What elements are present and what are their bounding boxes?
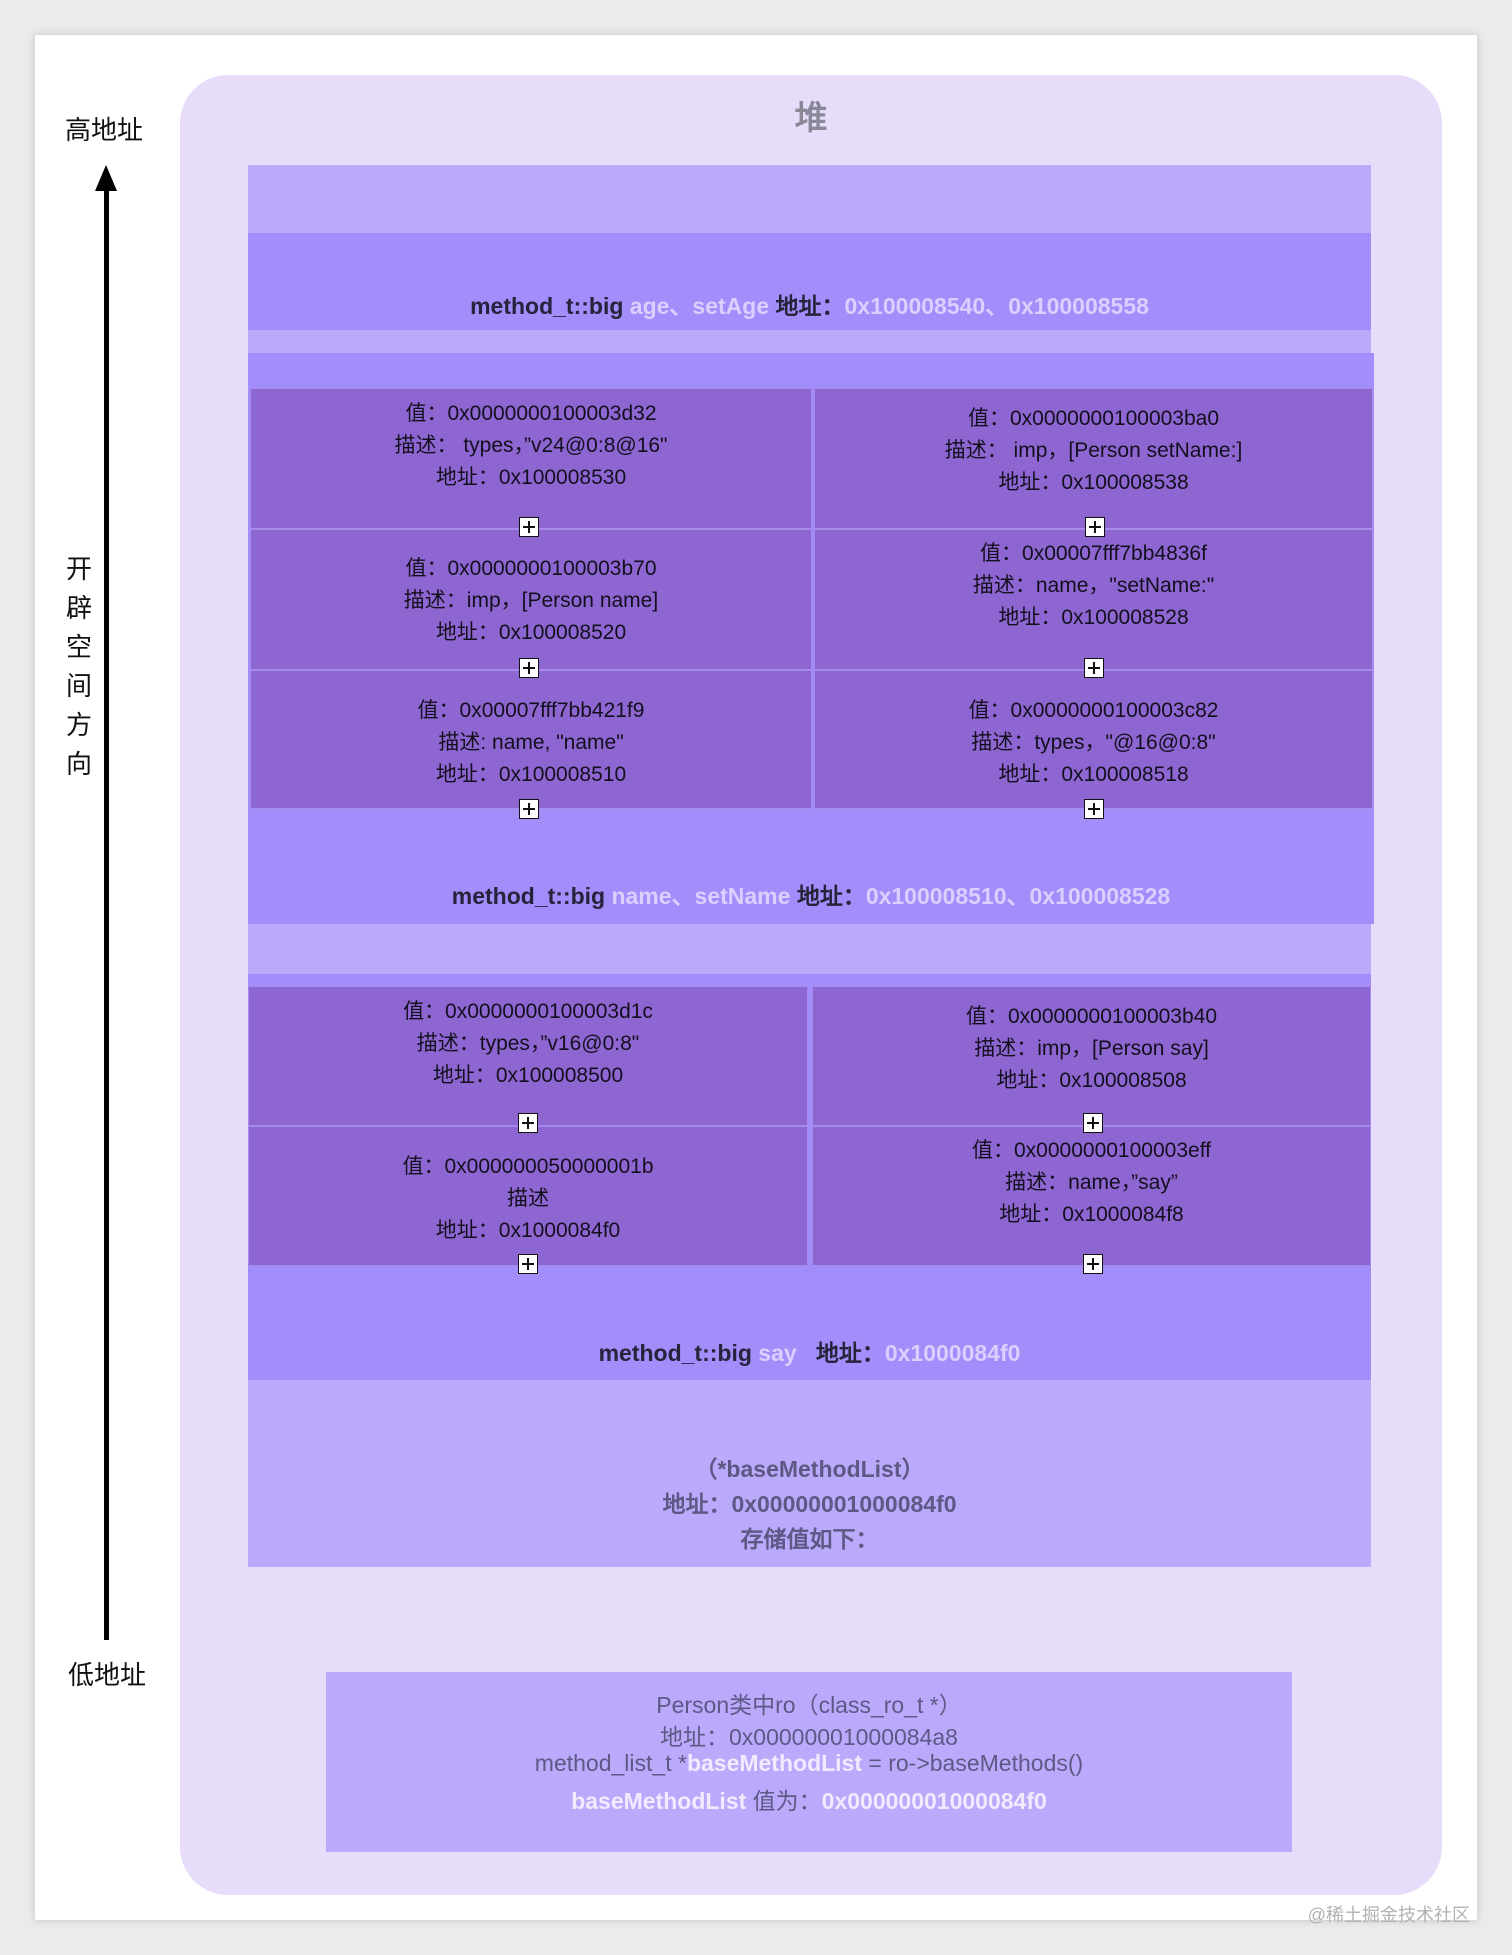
watermark: @稀土掘金技术社区 [1307, 1905, 1470, 1925]
method-cell: 值：0x0000000100003d32 描述： types，”v24@0:8@… [250, 388, 812, 529]
ro-value-line: baseMethodList 值为：0x00000001000084f0 [571, 1788, 1047, 1814]
heap-title: 堆 [794, 99, 828, 136]
expand-icon [518, 1254, 538, 1274]
address-axis-line [104, 180, 109, 1640]
method-cell: 值：0x000000050000001b 描述 地址：0x1000084f0 [248, 1126, 808, 1266]
method-cell: 值：0x0000000100003c82 描述：types，"@16@0:8" … [814, 670, 1373, 809]
method-cell: 值：0x00007fff7bb4836f 描述：name，"setName:" … [814, 529, 1373, 670]
method-cell: 值：0x0000000100003eff 描述：name，”say” 地址：0x… [812, 1126, 1371, 1266]
method-cell: 值：0x0000000100003d1c 描述：types，”v16@0:8" … [248, 986, 808, 1126]
group1-title: method_t::big age、setAge 地址：0x100008540、… [470, 293, 1149, 319]
expand-icon [1084, 799, 1104, 819]
method-cell: 值：0x0000000100003ba0 描述： imp，[Person set… [814, 388, 1373, 529]
group1-band: method_t::big age、setAge 地址：0x100008540、… [248, 233, 1371, 330]
expand-icon [1083, 1254, 1103, 1274]
expand-icon [1083, 1113, 1103, 1133]
low-address-label: 低地址 [68, 1660, 147, 1690]
ro-assignment-line: method_list_t *baseMethodList = ro->base… [534, 1750, 1084, 1776]
group1-top-band [248, 165, 1371, 233]
method-cell: 值：0x0000000100003b70 描述：imp，[Person name… [250, 529, 812, 670]
method-cell: 值：0x00007fff7bb421f9 描述: name, "name" 地址… [250, 670, 812, 809]
direction-label: 开 辟 空 间 方 向 [65, 554, 92, 779]
group1-bottom-band [248, 330, 1371, 353]
expand-icon [1085, 517, 1105, 537]
class-ro-block: Person类中ro（class_ro_t *） 地址：0x0000000100… [326, 1672, 1292, 1852]
expand-icon [519, 517, 539, 537]
group3-title: method_t::big say 地址：0x1000084f0 [598, 1340, 1021, 1366]
expand-icon [519, 799, 539, 819]
method-cell: 值：0x0000000100003b40 描述：imp，[Person say]… [812, 986, 1371, 1126]
group2-bottom-band [248, 924, 1371, 974]
high-address-label: 高地址 [65, 115, 144, 145]
group2-title: method_t::big name、setName 地址：0x10000851… [451, 883, 1171, 909]
expand-icon [519, 658, 539, 678]
expand-icon [518, 1113, 538, 1133]
expand-icon [1084, 658, 1104, 678]
arrow-up-icon [95, 165, 117, 191]
base-method-list-block: （*baseMethodList） 地址：0x00000001000084f0 … [248, 1380, 1371, 1567]
